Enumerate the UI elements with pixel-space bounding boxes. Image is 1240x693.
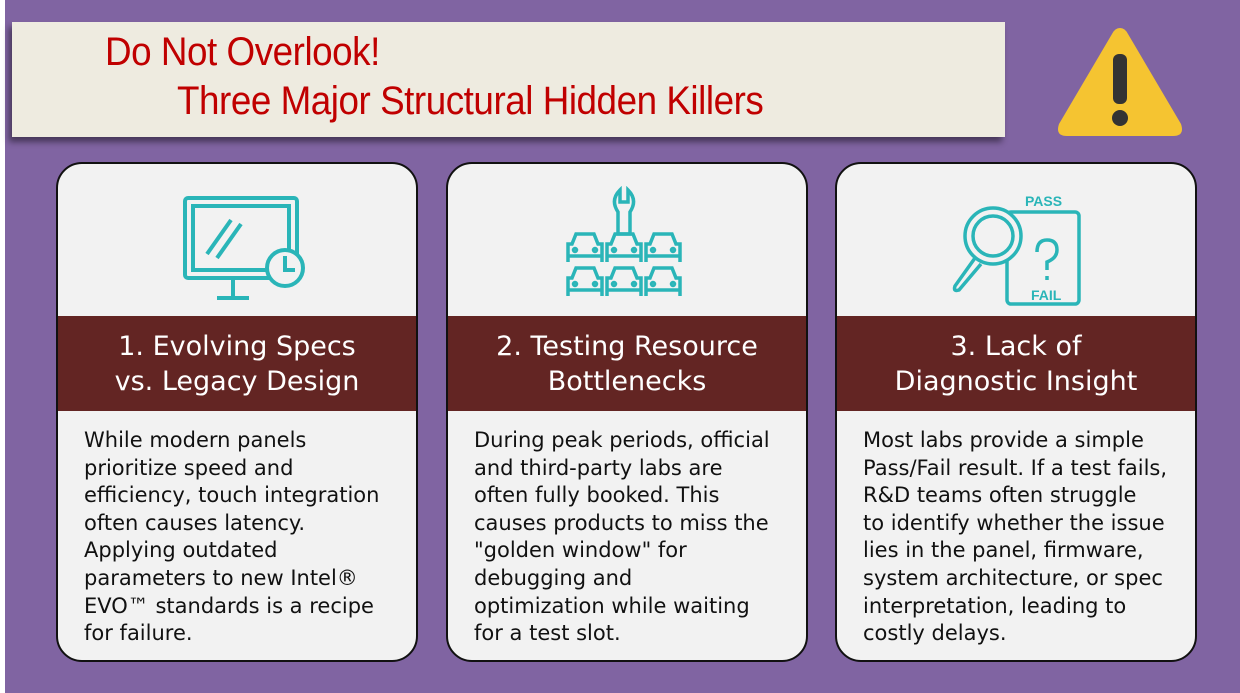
title-line-1: Do Not Overlook! (105, 30, 380, 74)
body-line: Applying outdated (84, 538, 278, 563)
body-line: Pass/Fail result. If a test fails, (863, 455, 1168, 480)
body-line: to identify whether the issue (863, 510, 1165, 535)
heading-line: Diagnostic Insight (894, 365, 1138, 397)
card-heading: 1. Evolving Specs vs. Legacy Design (58, 316, 416, 411)
body-line: R&D teams often struggle (863, 483, 1137, 508)
warning-icon (1058, 28, 1182, 136)
wrench-cars-icon (566, 186, 682, 298)
body-line: costly delays. (863, 621, 1007, 646)
card-body: Most labs provide a simple Pass/Fail res… (863, 427, 1181, 648)
card-evolving-specs: 1. Evolving Specs vs. Legacy Design Whil… (56, 162, 418, 662)
body-line: system architecture, or spec (863, 565, 1163, 590)
heading-line: 2. Testing Resource (496, 330, 758, 362)
body-line: Most labs provide a simple (863, 428, 1144, 452)
title-line-2: Three Major Structural Hidden Killers (177, 79, 764, 123)
card-heading: 2. Testing Resource Bottlenecks (448, 316, 806, 411)
body-line: optimization while waiting (474, 593, 750, 618)
heading-line: 3. Lack of (950, 330, 1082, 362)
card-body: While modern panels prioritize speed and… (84, 427, 402, 648)
body-line: for a test slot. (474, 621, 621, 646)
body-line: During peak periods, official (474, 428, 770, 452)
body-line: causes products to miss the (474, 510, 769, 535)
body-line: lies in the panel, firmware, (863, 538, 1144, 563)
body-line: often causes latency. (84, 510, 306, 535)
body-line: interpretation, leading to (863, 593, 1127, 618)
card-heading: 3. Lack of Diagnostic Insight (837, 316, 1195, 411)
fail-label: FAIL (1031, 287, 1062, 303)
heading-line: Bottlenecks (547, 365, 707, 397)
body-line: parameters to new Intel® (84, 565, 358, 590)
pass-label: PASS (1025, 193, 1062, 209)
title-banner: Do Not Overlook! Three Major Structural … (12, 22, 1005, 137)
magnifier-pass-fail-icon: PASS FAIL (952, 193, 1081, 306)
body-line: "golden window" for (474, 538, 687, 563)
card-diagnostic-insight: PASS FAIL 3. Lack of Diagnostic Insight … (835, 162, 1197, 662)
heading-line: vs. Legacy Design (114, 365, 360, 397)
heading-line: 1. Evolving Specs (118, 330, 356, 362)
card-testing-bottlenecks: 2. Testing Resource Bottlenecks During p… (446, 162, 808, 662)
monitor-clock-icon (183, 196, 305, 300)
body-line: EVO™ standards is a recipe (84, 593, 374, 618)
body-line: While modern panels (84, 428, 307, 452)
body-line: efficiency, touch integration (84, 483, 380, 508)
card-body: During peak periods, official and third-… (474, 427, 792, 648)
body-line: debugging and (474, 565, 633, 590)
body-line: for failure. (84, 621, 193, 646)
body-line: prioritize speed and (84, 455, 294, 480)
body-line: and third-party labs are (474, 455, 723, 480)
body-line: often fully booked. This (474, 483, 720, 508)
left-edge (0, 0, 5, 693)
